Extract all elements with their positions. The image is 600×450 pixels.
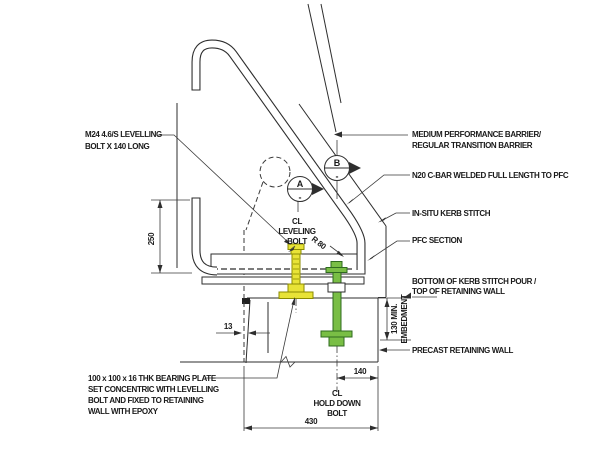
dim-embedment-text-2: EMBEDMENT xyxy=(400,294,409,343)
dim-250: 250 xyxy=(147,199,192,274)
dim-embedment-text-1: 130 MIN. xyxy=(390,304,399,334)
section-marker-a-dash: - xyxy=(299,193,302,203)
section-marker-b-dash: - xyxy=(336,172,339,182)
label-bearing-line4: WALL WITH EPOXY xyxy=(88,407,159,416)
label-bottom-kerb-line2: TOP OF RETAINING WALL xyxy=(412,287,505,296)
hold-down-bolt-top-nut xyxy=(327,282,346,293)
section-marker-b-letter: B xyxy=(334,158,341,168)
levelling-bolt xyxy=(278,243,314,313)
label-radius-r80: R 80 xyxy=(310,234,328,251)
leader-lines xyxy=(158,131,437,379)
section-marker-b: B - xyxy=(324,140,361,199)
alternate-rail-dashed-circle xyxy=(259,156,291,188)
shim-block xyxy=(242,298,250,304)
label-medium-line1: MEDIUM PERFORMANCE BARRIER/ xyxy=(412,130,542,139)
label-cl-hold-down-3: BOLT xyxy=(327,409,347,418)
label-cl-leveling-1: CL xyxy=(292,217,302,226)
dim-130-embedment: 130 MIN. EMBEDMENT xyxy=(378,294,411,343)
label-n20-cbar: N20 C-BAR WELDED FULL LENGTH TO PFC xyxy=(412,171,569,180)
break-mark xyxy=(280,355,296,368)
label-cl-leveling-3: BOLT xyxy=(287,237,307,246)
levelling-bolt-nut xyxy=(287,283,305,293)
label-precast-wall: PRECAST RETAINING WALL xyxy=(412,346,514,355)
label-bearing-line2: SET CONCENTRIC WITH LEVELLING xyxy=(88,385,219,394)
label-cl-leveling-2: LEVELING xyxy=(278,227,315,236)
anchor-plate xyxy=(320,330,353,338)
label-cl-hold-down-2: HOLD DOWN xyxy=(313,399,361,408)
dim-250-text: 250 xyxy=(147,232,156,245)
label-pfc-section: PFC SECTION xyxy=(412,236,463,245)
bearing-plate xyxy=(278,291,314,299)
label-bearing-line1: 100 x 100 x 16 THK BEARING PLATE xyxy=(88,374,217,383)
label-medium-line2: REGULAR TRANSITION BARRIER xyxy=(412,141,533,150)
hold-down-bolt-bottom-nut xyxy=(328,336,345,347)
dim-140-text: 140 xyxy=(354,367,367,376)
section-marker-a: A - xyxy=(287,176,324,212)
label-m24-line2: BOLT X 140 LONG xyxy=(85,142,150,151)
hold-down-bolt xyxy=(320,261,353,392)
dim-140: 140 xyxy=(337,367,378,381)
barrier-post-lines xyxy=(307,3,342,133)
label-m24-line1: M24 4.6/S LEVELLING xyxy=(85,130,162,139)
dim-13-text: 13 xyxy=(224,322,233,331)
dim-430-text: 430 xyxy=(305,417,318,426)
dim-13: 13 xyxy=(216,322,270,336)
label-bearing-line3: BOLT AND FIXED TO RETAINING xyxy=(88,396,204,405)
label-bottom-kerb-line1: BOTTOM OF KERB STITCH POUR / xyxy=(412,277,537,286)
label-cl-hold-down-1: CL xyxy=(332,389,342,398)
c-bar-tube xyxy=(191,39,366,276)
label-insitu-kerb: IN-SITU KERB STITCH xyxy=(412,209,491,218)
dim-430: 430 xyxy=(243,366,379,431)
hidden-lines xyxy=(243,156,291,362)
section-marker-a-letter: A xyxy=(297,179,304,189)
annotations: M24 4.6/S LEVELLING BOLT X 140 LONG 100 … xyxy=(85,130,569,418)
wall-top-strip xyxy=(201,276,365,285)
